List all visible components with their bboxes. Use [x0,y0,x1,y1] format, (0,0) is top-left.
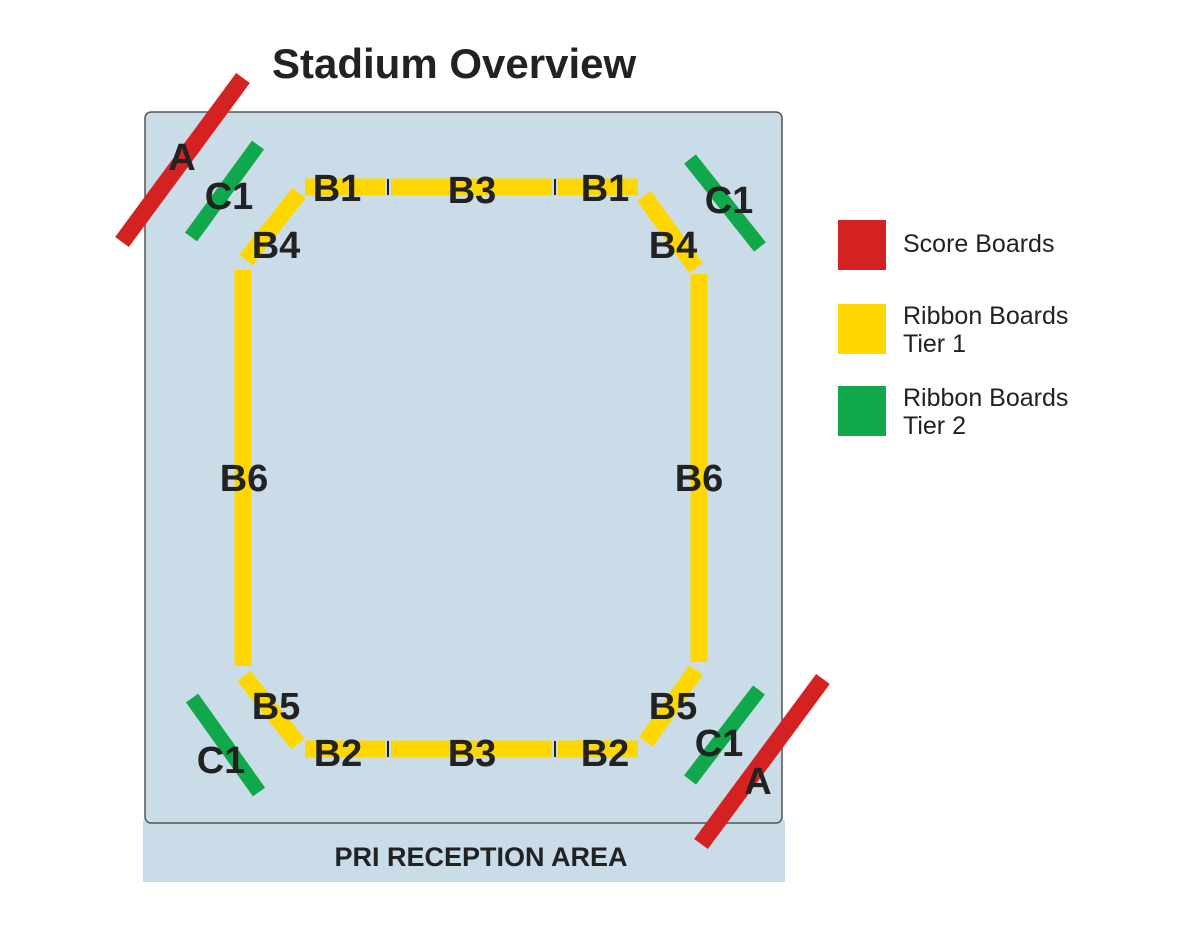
stadium-field [144,111,783,824]
board-c1-bottom-left [185,693,266,797]
label-c1-bottom-right: C1 [695,723,744,765]
board-a-bottom-right [694,673,830,850]
label-b1-top-right: B1 [581,168,630,210]
board-b4-right [637,191,703,273]
legend: Score Boards Ribbon Boards Tier 1 Ribbon… [838,220,1178,440]
label-c1-top-right: C1 [705,180,754,222]
label-b3-bottom: B3 [448,733,497,775]
score-boards [115,72,830,850]
legend-swatch-ribbon-tier-2 [838,386,886,436]
label-b2-bottom-left: B2 [314,733,363,775]
label-b5-right: B5 [649,686,698,728]
legend-swatch-score-boards [838,220,886,270]
reception-area [143,820,785,882]
legend-label-ribbon-tier-1: Ribbon Boards Tier 1 [903,302,1069,358]
board-b5-right [639,665,703,747]
label-a-bottom-right: A [744,761,771,803]
reception-area-label: PRI RECEPTION AREA [334,842,627,872]
label-b3-top: B3 [448,170,497,212]
board-c1-top-right [684,154,766,252]
board-b4-left [239,187,306,266]
label-b6-right: B6 [675,458,724,500]
label-b5-left: B5 [252,686,301,728]
label-b2-bottom-right: B2 [581,733,630,775]
board-b5-left [237,670,305,750]
page-title: Stadium Overview [272,40,637,87]
board-a-top-left [115,72,250,248]
legend-label-ribbon-tier-2: Ribbon Boards Tier 2 [903,384,1069,440]
ribbon-boards-tier-1 [234,178,708,758]
label-c1-top-left: C1 [205,176,254,218]
label-a-top-left: A [168,137,195,179]
board-c1-top-left [184,140,265,242]
label-c1-bottom-left: C1 [197,740,246,782]
ribbon-boards-tier-2 [184,140,766,797]
legend-swatch-ribbon-tier-1 [838,304,886,354]
board-c1-bottom-right [684,685,765,785]
label-b1-top-left: B1 [313,168,362,210]
label-b6-left: B6 [220,458,269,500]
label-b4-left: B4 [252,225,301,267]
legend-item-score-boards: Score Boards [838,220,1178,270]
legend-label-score-boards: Score Boards [903,230,1055,258]
label-b4-right: B4 [649,225,698,267]
